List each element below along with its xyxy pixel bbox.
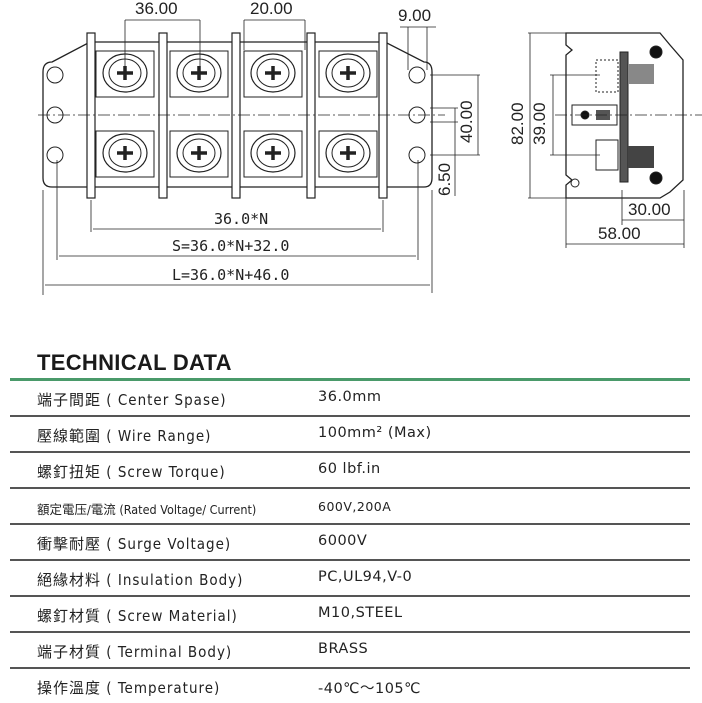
spec-value: 6000V [318,533,368,549]
hole-spacing-dimension: 40.00 [457,100,476,143]
terminal-cell [169,50,229,98]
screw-cross-icon [265,66,281,80]
terminal-cell [318,50,378,98]
mount-offset-dimension: 9.00 [398,6,431,25]
terminal-cell [169,130,229,178]
screw-cross-icon [191,146,207,160]
screw-head [331,58,365,88]
span-l-dimension: L=36.0*N+46.0 [172,266,289,284]
hole-diameter-dimension: 6.50 [435,163,454,196]
screw-head [331,138,365,168]
section-title: TECHNICAL DATA [37,350,232,375]
screw-washer [102,133,148,173]
spec-label: 螺釘材質 ( Screw Material) [37,607,238,625]
terminal-cell [243,130,303,178]
height-dimension: 82.00 [508,102,527,145]
screw-washer [250,133,296,173]
screw-head [182,138,216,168]
pitch-dimension: 36.00 [135,0,178,18]
mounting-hole [46,66,64,84]
spec-label: 絕緣材料 ( Insulation Body) [37,571,244,589]
screw-cross-icon [340,66,356,80]
span-n-dimension: 36.0*N [214,210,268,228]
spec-row: 操作溫度 ( Temperature) -40℃～105℃ [10,669,690,703]
span-s-dimension: S=36.0*N+32.0 [172,237,289,255]
spec-label: 端子間距 ( Center Spase) [37,391,227,409]
barrier [158,32,168,199]
screw-spacing-dimension: 39.00 [530,102,549,145]
depth-dimension: 58.00 [598,224,641,243]
spec-label: 端子材質 ( Terminal Body) [37,643,233,661]
spec-label: 操作溫度 ( Temperature) [37,679,221,697]
screw-washer [250,53,296,93]
spec-value: 36.0mm [318,389,382,405]
title-divider [10,378,690,381]
spec-value: -40℃～105℃ [318,681,421,697]
mounting-hole [408,146,426,164]
screw-cross-icon [191,66,207,80]
screw-washer [325,133,371,173]
spec-row: 端子間距 ( Center Spase) 36.0mm [10,381,690,417]
barrier [231,32,241,199]
spec-value: 100mm² (Max) [318,425,432,441]
screw-washer [176,133,222,173]
spec-value: BRASS [318,641,369,657]
side-dimensions: 82.00 39.00 30.00 58.00 [508,32,685,248]
mounting-hole [46,146,64,164]
screw-head [108,138,142,168]
technical-drawing: 36.00 20.00 9.00 40.00 6.50 36.0*N S=36.… [38,0,702,295]
spec-value: M10,STEEL [318,605,403,621]
barrier-spacing-dimension: 20.00 [250,0,293,18]
mounting-hole [408,66,426,84]
spec-row: 額定電压/電流 (Rated Voltage/ Current) 600V,200… [10,489,690,525]
spec-label: 衝擊耐壓 ( Surge Voltage) [37,535,232,553]
terminal-cell [318,130,378,178]
spec-value: 600V,200A [318,499,392,514]
screw-head [256,138,290,168]
barrier [306,32,316,199]
screw-washer [325,53,371,93]
mounting-hole [46,106,64,124]
mounting-hole [408,106,426,124]
side-view [555,32,702,199]
screw-cross-icon [265,146,281,160]
screw-head [182,58,216,88]
front-dimensions: 36.00 20.00 9.00 40.00 6.50 36.0*N S=36.… [42,0,480,295]
spec-row: 衝擊耐壓 ( Surge Voltage) 6000V [10,525,690,561]
terminal-cell [95,130,155,178]
spec-row: 端子材質 ( Terminal Body) BRASS [10,633,690,669]
screw-washer [176,53,222,93]
spec-value: 60 lbf.in [318,461,381,477]
spec-value: PC,UL94,V-0 [318,569,413,585]
screw-head [256,58,290,88]
screw-cross-icon [117,146,133,160]
spec-label: 額定電压/電流 (Rated Voltage/ Current) [37,502,257,517]
rail-depth-dimension: 30.00 [628,200,671,219]
barrier [86,32,96,199]
terminal-cell [243,50,303,98]
spec-row: 螺釘扭矩 ( Screw Torque) 60 lbf.in [10,453,690,489]
screw-cross-icon [340,146,356,160]
spec-row: 壓線範圍 ( Wire Range) 100mm² (Max) [10,417,690,453]
spec-row: 螺釘材質 ( Screw Material) M10,STEEL [10,597,690,633]
spec-row: 絕緣材料 ( Insulation Body) PC,UL94,V-0 [10,561,690,597]
front-view [38,32,445,199]
barrier [378,32,388,199]
spec-table: 端子間距 ( Center Spase) 36.0mm 壓線範圍 ( Wire Ra… [10,381,690,703]
spec-label: 壓線範圍 ( Wire Range) [37,427,212,445]
spec-label: 螺釘扭矩 ( Screw Torque) [37,463,226,481]
